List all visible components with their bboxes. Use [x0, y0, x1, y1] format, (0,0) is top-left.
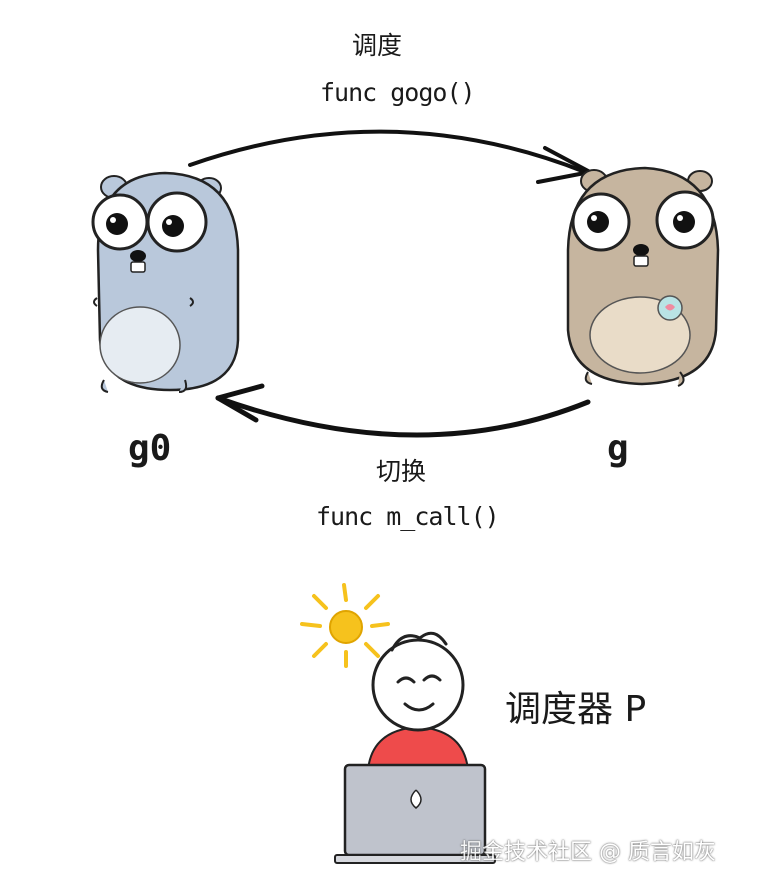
scheduler-person [366, 631, 470, 771]
scheduler-label: 调度器 P [505, 689, 647, 730]
watermark: 掘金技术社区 @ 质言如灰 [460, 840, 716, 865]
gopher-g0 [91, 171, 240, 393]
bottom-arrow-function: func m_call() [316, 502, 500, 531]
bottom-arrow-title: 切换 [376, 457, 427, 486]
top-arrow-function: func gogo() [320, 78, 476, 107]
g-label: g [607, 428, 629, 469]
bottom-arrow [215, 395, 591, 438]
top-arrow [188, 129, 587, 174]
gopher-g [566, 166, 720, 387]
laptop-icon [334, 763, 496, 864]
bottom-arrow-head [215, 383, 265, 423]
top-arrow-title: 调度 [352, 31, 403, 60]
g0-label: g0 [128, 428, 172, 469]
sun-icon [300, 583, 390, 668]
